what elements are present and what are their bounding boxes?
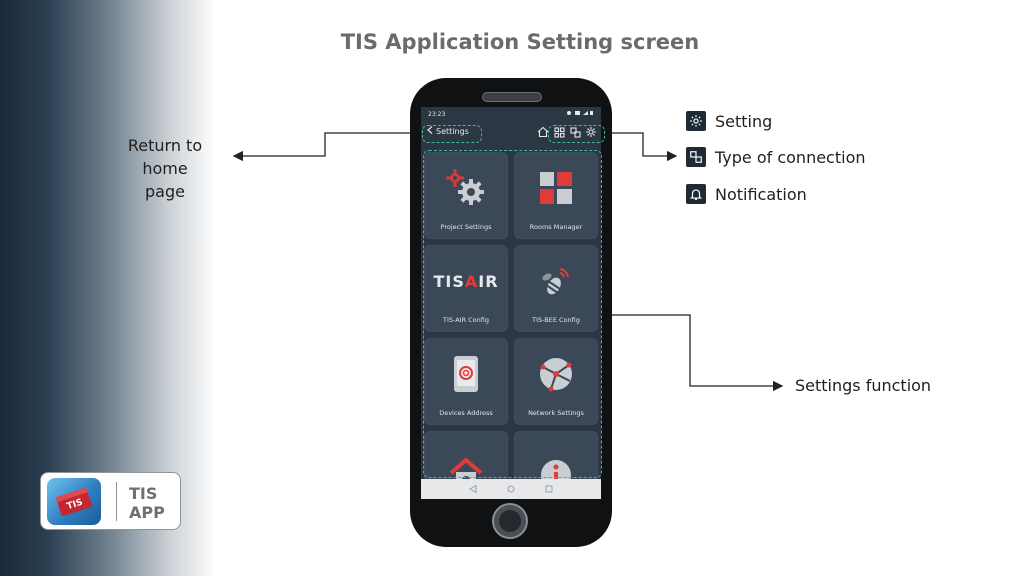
badge-line2: APP [129, 503, 165, 522]
top-icons [537, 126, 597, 138]
status-bar: 23:23 [421, 107, 601, 121]
rooms-manager-icon [514, 166, 598, 210]
tile-devices-address[interactable]: Devices Address [424, 338, 508, 425]
legend-setting-label: Setting [715, 111, 773, 131]
phone-mockup: 23:23 Settings [410, 78, 612, 547]
bell-icon [686, 184, 706, 204]
tile-tis-air-config[interactable]: TISAIR TIS-AIR Config [424, 245, 508, 332]
gear-icon [686, 111, 706, 131]
tis-bee-icon [514, 259, 598, 303]
legend-notification-label: Notification [715, 184, 807, 204]
recents-nav-icon[interactable] [544, 484, 554, 494]
return-home-line1: Return to [127, 136, 203, 155]
tile-label: Rooms Manager [529, 223, 583, 231]
tile-network-settings[interactable]: Network Settings [514, 338, 598, 425]
project-settings-icon [424, 166, 508, 210]
slide-title: TIS Application Setting screen [340, 30, 700, 54]
tile-label: TIS-AIR Config [442, 316, 490, 324]
legend-setting: Setting [686, 110, 772, 132]
gear-icon[interactable] [585, 126, 597, 138]
tis-air-logo-accent: A [464, 271, 479, 291]
home-nav-icon[interactable] [506, 484, 516, 494]
badge-line1: TIS [129, 484, 158, 503]
badge-text: TIS APP [129, 484, 165, 522]
tile-label: Devices Address [439, 409, 493, 417]
network-settings-icon [514, 352, 598, 396]
tis-app-icon-text: TIS [66, 498, 84, 512]
top-icons-highlight [548, 125, 605, 143]
connection-icon[interactable] [569, 126, 581, 138]
tis-app-icon: TIS [47, 478, 101, 525]
tis-air-logo: TISAIR [424, 259, 508, 303]
grid-icon[interactable] [553, 126, 565, 138]
settings-function-connector [602, 314, 784, 392]
android-nav-bar [421, 479, 601, 499]
tile-project-settings[interactable]: Project Settings [424, 152, 508, 239]
settings-function-annotation: Settings function [795, 376, 932, 395]
tis-app-badge: TIS TIS APP [40, 472, 181, 530]
status-time: 23:23 [428, 110, 446, 118]
tile-label: Network Settings [528, 409, 584, 417]
tile-rooms-manager[interactable]: Rooms Manager [514, 152, 598, 239]
back-settings-label: Settings [436, 126, 469, 136]
return-home-annotation: Return to home page [120, 134, 210, 203]
status-icons [566, 110, 594, 118]
back-settings-link[interactable]: Settings [427, 126, 469, 136]
back-link-highlight [422, 125, 482, 143]
connection-icon [686, 147, 706, 167]
settings-grid-highlight [423, 150, 602, 478]
device-address-icon [424, 352, 508, 396]
legend-connection-label: Type of connection [715, 147, 866, 167]
tile-label: TIS-BEE Config [532, 316, 580, 324]
return-home-connector [232, 132, 424, 162]
legend-connection: Type of connection [686, 146, 866, 168]
chevron-left-icon [427, 126, 433, 136]
home-icon[interactable] [537, 126, 549, 138]
tile-label: Project Settings [440, 223, 492, 231]
return-home-line2: home page [142, 159, 188, 201]
badge-separator [116, 482, 117, 521]
tis-air-logo-tail: IR [478, 271, 499, 291]
legend-notification: Notification [686, 183, 807, 205]
back-nav-icon[interactable] [468, 484, 478, 494]
phone-speaker [482, 92, 542, 102]
phone-screen: 23:23 Settings [421, 107, 601, 499]
phone-home-button[interactable] [492, 503, 528, 539]
top-icons-connector [612, 132, 678, 162]
tis-air-logo-main: TIS [433, 271, 465, 291]
tile-tis-bee-config[interactable]: TIS-BEE Config [514, 245, 598, 332]
top-bar: Settings [421, 121, 601, 146]
